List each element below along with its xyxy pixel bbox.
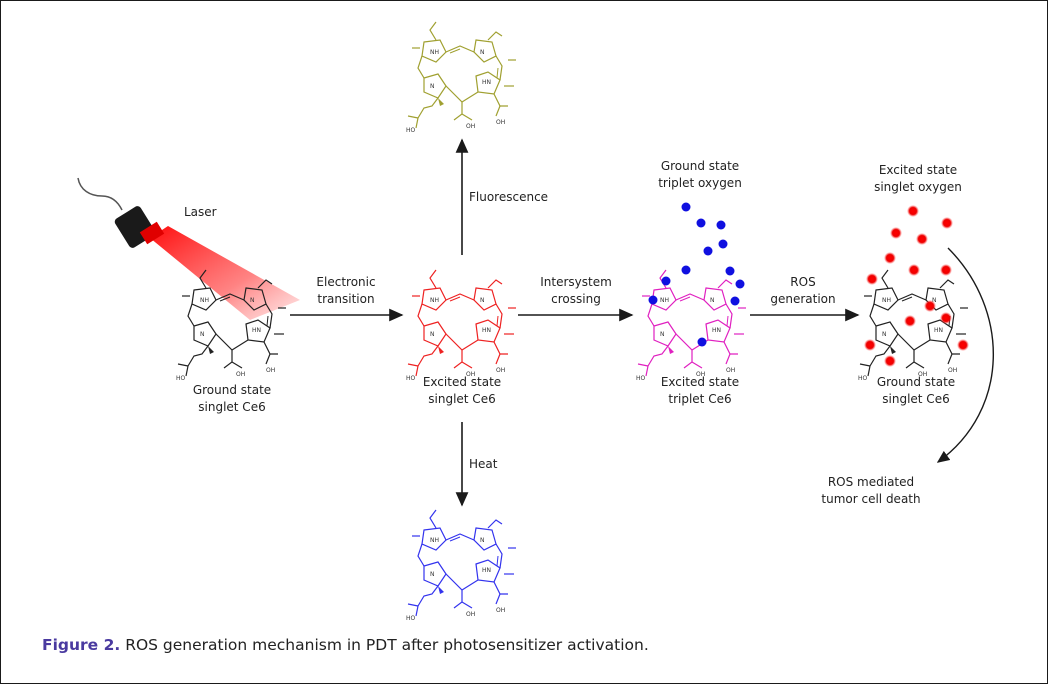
label-fluorescence: Fluorescence [469, 190, 549, 204]
label-heat: Heat [469, 457, 498, 471]
laser-device-icon [77, 177, 300, 320]
label-excited-singlet-ce6: Excited state singlet Ce6 [408, 374, 516, 408]
label-laser: Laser [184, 205, 217, 219]
label-line: Excited state [660, 375, 740, 389]
label-intersystem-crossing: Intersystem crossing [524, 274, 628, 308]
singlet-oxygen-dots [864, 205, 969, 367]
heat-ce6 [405, 509, 517, 623]
label-line: triplet Ce6 [668, 392, 732, 406]
label-ros-mediated-death: ROS mediated tumor cell death [806, 474, 936, 508]
arrow-cell-death [936, 247, 994, 463]
label-line: Ground state [876, 375, 956, 389]
label-excited-triplet-ce6: Excited state triplet Ce6 [646, 374, 754, 408]
label-line: singlet Ce6 [428, 392, 496, 406]
label-ground-state-ce6-left: Ground state singlet Ce6 [180, 382, 284, 416]
label-ros-generation: ROS generation [758, 274, 848, 308]
label-line: Ground state [660, 159, 740, 173]
label-line: Ground state [192, 383, 272, 397]
label-line: ROS mediated [827, 475, 915, 489]
label-electronic-transition: Electronic transition [296, 274, 396, 308]
figure-label: Figure 2. [42, 636, 121, 654]
label-line: Excited state [878, 163, 958, 177]
caption-text: ROS generation mechanism in PDT after ph… [120, 636, 649, 654]
fluorescence-ce6 [405, 21, 517, 135]
excited-singlet-ce6 [405, 269, 517, 383]
label-line: triplet oxygen [658, 176, 742, 190]
label-ground-state-ce6-right: Ground state singlet Ce6 [862, 374, 970, 408]
label-line: ROS [790, 275, 816, 289]
label-excited-singlet-oxygen: Excited state singlet oxygen [862, 162, 974, 196]
label-line: Excited state [422, 375, 502, 389]
label-line: generation [770, 292, 836, 306]
label-line: tumor cell death [821, 492, 921, 506]
label-line: singlet Ce6 [198, 400, 266, 414]
label-line: Electronic [316, 275, 376, 289]
label-line: transition [317, 292, 375, 306]
excited-triplet-ce6 [635, 269, 747, 383]
label-line: crossing [551, 292, 601, 306]
label-line: singlet oxygen [874, 180, 962, 194]
triplet-oxygen-dots [648, 202, 745, 347]
label-line: singlet Ce6 [882, 392, 950, 406]
figure-caption: Figure 2. ROS generation mechanism in PD… [42, 636, 649, 654]
label-line: Intersystem [540, 275, 612, 289]
label-ground-triplet-oxygen: Ground state triplet oxygen [648, 158, 752, 192]
